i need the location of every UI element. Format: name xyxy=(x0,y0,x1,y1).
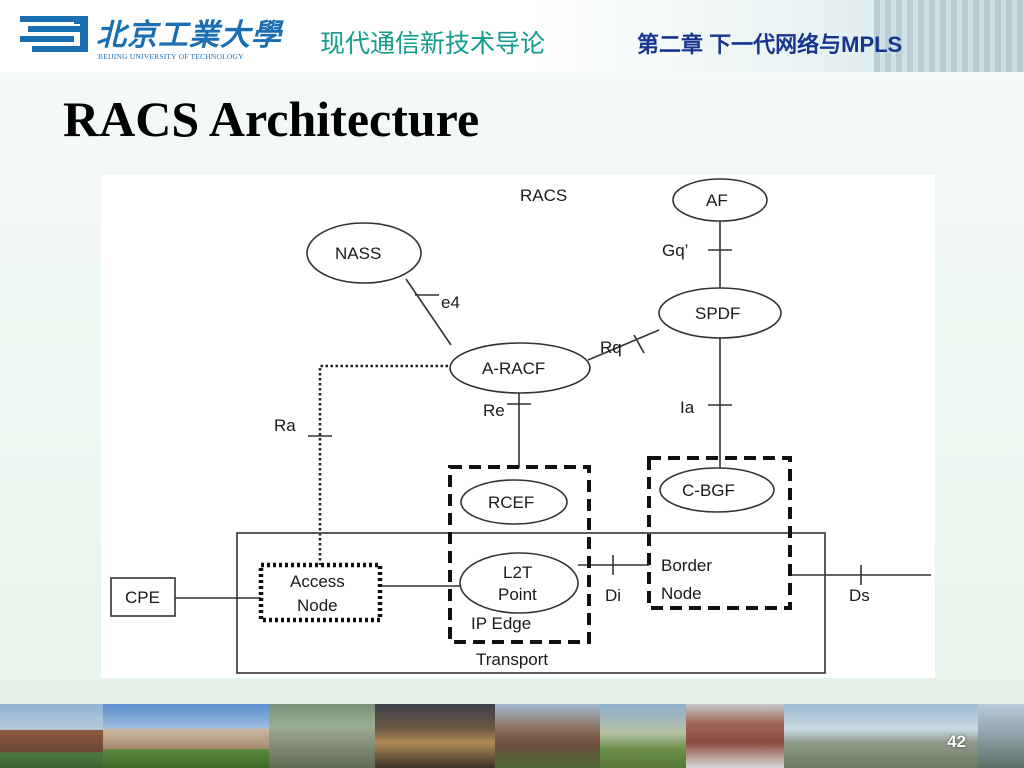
spdf-node xyxy=(658,287,782,339)
link-nass-aracf xyxy=(405,278,452,346)
gq-label: Gq’ xyxy=(662,241,688,260)
aracf-node xyxy=(449,342,591,394)
border-node-box xyxy=(647,456,792,610)
border-node-label-line2: Node xyxy=(661,584,702,603)
slide-title: RACS Architecture xyxy=(63,91,480,147)
campus-photo-8 xyxy=(784,704,978,768)
l2t-label-line2: Point xyxy=(498,585,537,604)
link-aracf-spdf xyxy=(587,329,660,361)
nass-label: NASS xyxy=(335,244,381,263)
racs-label: RACS xyxy=(520,186,567,205)
header-skyline-image xyxy=(874,0,1024,72)
university-name-en: BEIJING UNIVERSITY OF TECHNOLOGY xyxy=(98,52,244,61)
chapter-title: 第二章 下一代网络与MPLS xyxy=(637,32,903,57)
transport-label: Transport xyxy=(476,650,548,669)
cbgf-label: C-BGF xyxy=(682,481,735,500)
re-label: Re xyxy=(483,401,505,420)
link-ra-dotted xyxy=(318,364,448,568)
campus-photo-2 xyxy=(103,704,269,768)
access-node-box xyxy=(258,562,383,623)
course-title: 现代通信新技术导论 xyxy=(320,30,546,58)
bjut-emblem-icon xyxy=(20,16,88,52)
campus-photo-9 xyxy=(978,704,1024,768)
campus-photo-3 xyxy=(269,704,375,768)
border-node-label-line1: Border xyxy=(661,556,712,575)
ia-label: Ia xyxy=(680,398,695,417)
campus-photo-1 xyxy=(0,704,103,768)
campus-photo-4 xyxy=(375,704,495,768)
l2t-label-line1: L2T xyxy=(503,563,532,582)
af-node xyxy=(672,178,768,222)
aracf-label: A-RACF xyxy=(482,359,545,378)
rcef-label: RCEF xyxy=(488,493,534,512)
ip-edge-label: IP Edge xyxy=(471,614,531,633)
ip-edge-box xyxy=(448,465,591,644)
rcef-node xyxy=(460,479,568,525)
af-label: AF xyxy=(706,191,728,210)
spdf-label: SPDF xyxy=(695,304,740,323)
e4-label: e4 xyxy=(441,293,460,312)
di-label: Di xyxy=(605,586,621,605)
l2t-point-node xyxy=(459,552,579,614)
access-node-label-line2: Node xyxy=(297,596,338,615)
nass-node xyxy=(306,222,422,284)
diagram-canvas: RACS AF NASS SPDF A-RACF RCEF C-BGF L2T … xyxy=(110,178,931,674)
cpe-box xyxy=(110,577,176,617)
campus-photo-5 xyxy=(495,704,600,768)
cpe-label: CPE xyxy=(125,588,160,607)
campus-photo-7 xyxy=(686,704,784,768)
tick-rq xyxy=(633,334,645,354)
racs-architecture-diagram: RACS AF NASS SPDF A-RACF RCEF C-BGF L2T … xyxy=(101,175,935,678)
slide-header: 北京工業大學 BEIJING UNIVERSITY OF TECHNOLOGY … xyxy=(0,0,1024,72)
access-node-label-line1: Access xyxy=(290,572,345,591)
rq-label: Rq xyxy=(600,338,622,357)
transport-box xyxy=(236,532,826,674)
cbgf-node xyxy=(659,467,775,513)
page-number: 42 xyxy=(947,732,966,751)
ra-label: Ra xyxy=(274,416,296,435)
ds-label: Ds xyxy=(849,586,870,605)
campus-photo-6 xyxy=(600,704,686,768)
university-name-cn: 北京工業大學 xyxy=(96,18,282,53)
campus-photo-strip: 42 xyxy=(0,704,1024,768)
university-logo: 北京工業大學 BEIJING UNIVERSITY OF TECHNOLOGY xyxy=(18,8,281,64)
